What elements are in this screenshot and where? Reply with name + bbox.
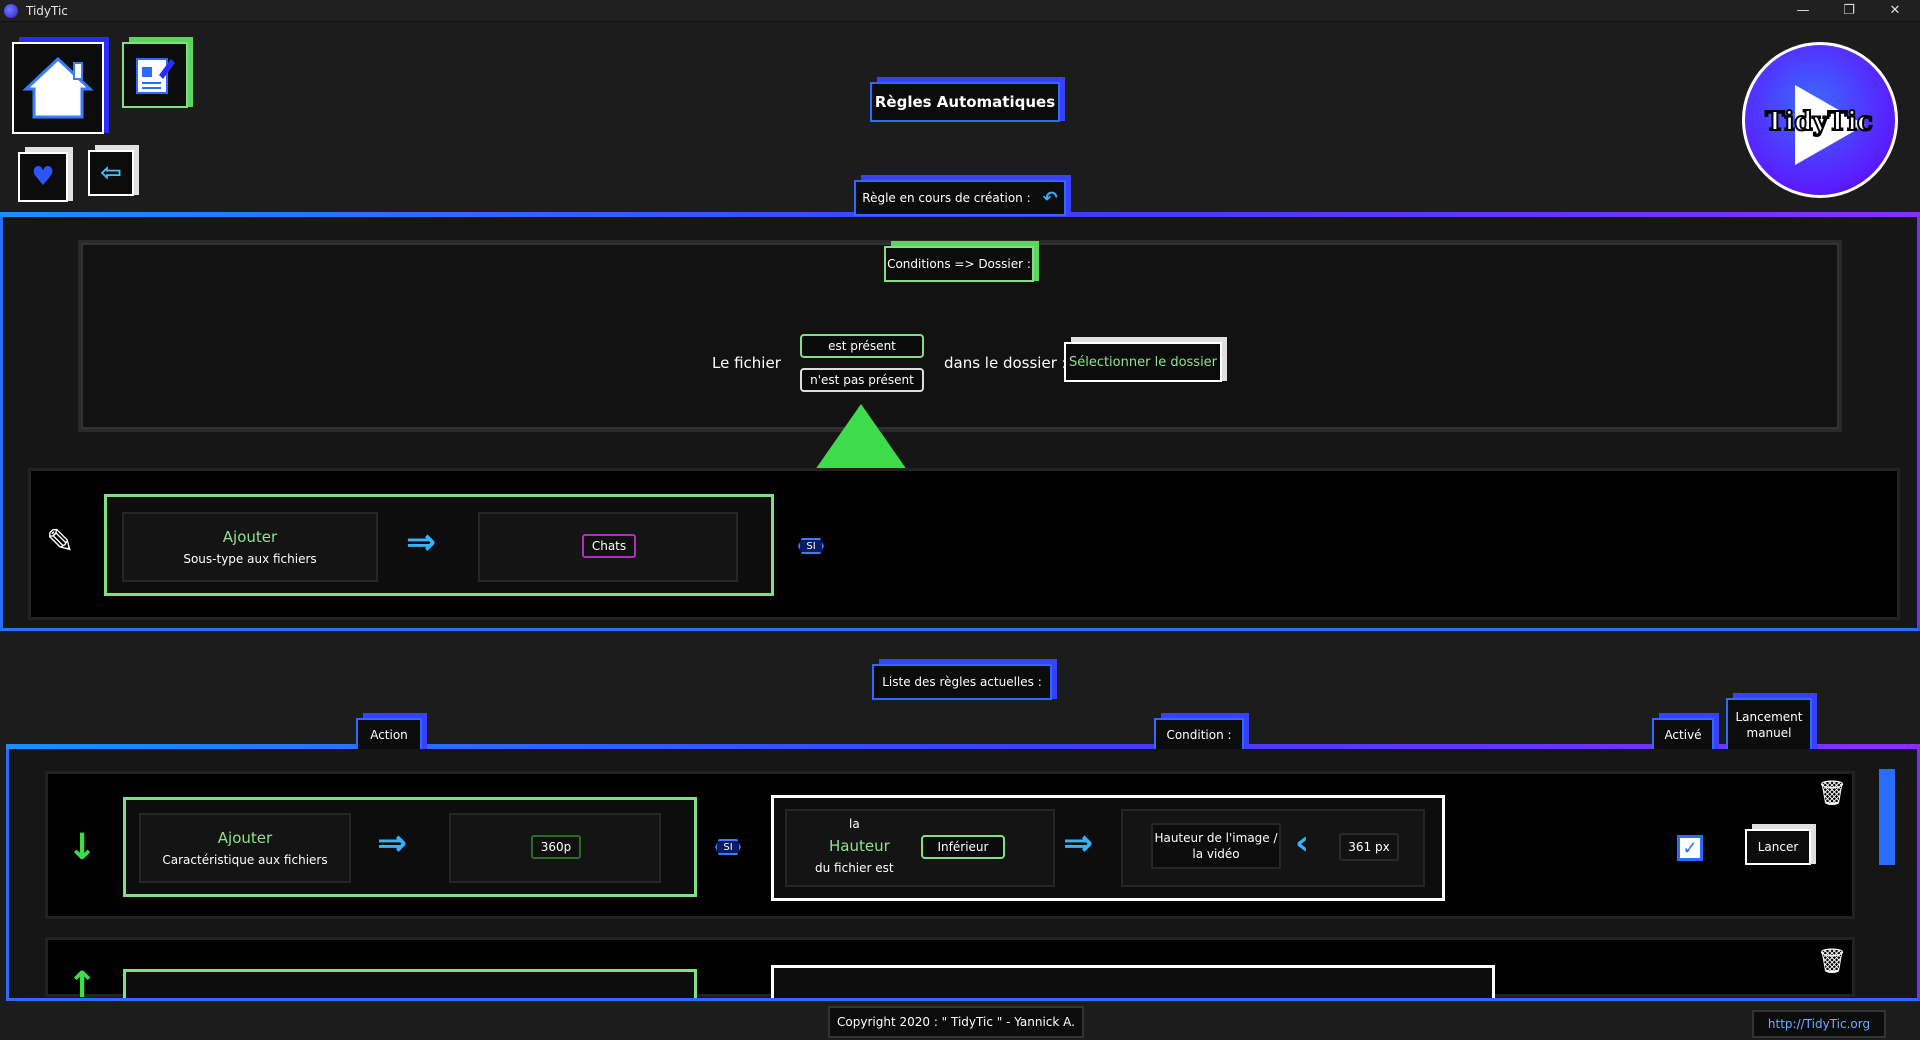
rules-divider [6, 744, 1920, 749]
window-titlebar: TidyTic — ❐ ✕ [0, 0, 1920, 22]
heart-icon: ♥ [31, 162, 55, 192]
rule-if-badge: SI [715, 839, 741, 855]
favorites-button[interactable]: ♥ [18, 152, 68, 202]
col-manual-header: Lancement manuel [1726, 698, 1812, 752]
action-type-box: Ajouter Sous-type aux fichiers [122, 512, 378, 582]
creation-section-label: Règle en cours de création : ↶ [854, 180, 1066, 216]
action-value-tag: Chats [582, 534, 636, 558]
back-arrow-icon: ⇦ [100, 158, 122, 188]
col-active-header: Activé [1652, 718, 1714, 752]
pencil-icon[interactable]: ✎ [46, 522, 75, 562]
minimize-button[interactable]: — [1796, 3, 1810, 18]
move-down-icon[interactable]: ↓ [67, 827, 98, 868]
undo-icon[interactable]: ↶ [1042, 187, 1058, 209]
rule-cond-value: 361 px [1339, 833, 1399, 861]
less-than-icon: ‹ [1295, 823, 1310, 863]
if-badge: SI [798, 538, 824, 554]
conditions-label: Conditions => Dossier : [884, 246, 1034, 282]
back-button[interactable]: ⇦ [88, 150, 134, 196]
home-button[interactable] [12, 42, 104, 134]
rule-action-value-tag: 360p [531, 835, 581, 859]
page-title: Règles Automatiques [870, 82, 1060, 122]
move-up-icon[interactable]: ↑ [67, 965, 98, 1001]
col-condition-header: Condition : [1154, 718, 1244, 752]
edit-rules-button[interactable] [122, 42, 188, 108]
option-absent-button[interactable]: n'est pas présent [800, 368, 924, 392]
rules-list-panel: ↓ Ajouter Caractéristique aux fichiers ⇒… [6, 749, 1920, 1001]
scrollbar-thumb[interactable] [1879, 769, 1895, 865]
rule-cond-la: la [849, 817, 860, 831]
right-arrow-icon: ⇒ [406, 522, 437, 563]
app-icon [4, 4, 18, 18]
delete-icon[interactable]: 🗑 [1817, 947, 1848, 975]
logo-text: TidyTic [1764, 106, 1874, 138]
col-action-header: Action [356, 718, 422, 752]
delete-icon[interactable]: 🗑 [1817, 779, 1848, 807]
select-folder-button[interactable]: Sélectionner le dossier [1064, 342, 1222, 382]
footer-link[interactable]: http://TidyTic.org [1752, 1010, 1886, 1038]
rule-condition-property-box [785, 809, 1055, 887]
rule-action-type: Ajouter Caractéristique aux fichiers [139, 813, 351, 883]
close-button[interactable]: ✕ [1889, 3, 1901, 18]
sentence-mid-text: dans le dossier : [944, 354, 1067, 372]
rule-cond-arrow-icon: ⇒ [1063, 823, 1094, 864]
checkmark-icon: ✓ [1682, 837, 1698, 859]
home-icon [22, 56, 94, 119]
rule-action-card [123, 969, 697, 998]
document-edit-icon [136, 58, 175, 94]
rule-condition-card [771, 965, 1495, 998]
option-present-button[interactable]: est présent [800, 334, 924, 358]
sentence-start-text: Le fichier [712, 354, 781, 372]
maximize-button[interactable]: ❐ [1843, 3, 1855, 18]
tidytic-logo: TidyTic [1742, 42, 1898, 198]
rule-right-arrow-icon: ⇒ [377, 823, 408, 864]
logo-arrow-icon [1795, 85, 1865, 165]
rule-cond-target: Hauteur de l'image / la vidéo [1151, 823, 1281, 869]
footer-copyright: Copyright 2020 : " TidyTic " - Yannick A… [828, 1006, 1084, 1038]
window-title: TidyTic [26, 4, 68, 18]
rule-cond-operator: Inférieur [921, 835, 1005, 859]
rule-launch-button[interactable]: Lancer [1745, 829, 1811, 865]
rules-list-label: Liste des règles actuelles : [872, 664, 1052, 700]
rule-cond-property: Hauteur [829, 837, 890, 855]
rule-cond-suffix: du fichier est [815, 861, 894, 875]
rule-active-checkbox[interactable]: ✓ [1677, 835, 1703, 861]
